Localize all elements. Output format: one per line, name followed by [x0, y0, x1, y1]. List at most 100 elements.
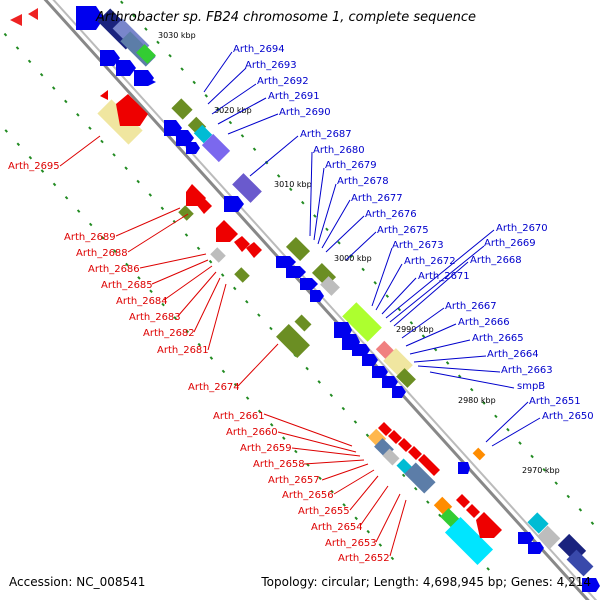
tick-mark: [337, 240, 341, 245]
leader-line: [217, 97, 267, 125]
leader-line: [345, 231, 377, 261]
leader-line: [381, 277, 417, 315]
leader-line: [151, 259, 209, 285]
gene-label: Arth_2658: [253, 459, 305, 470]
forward-gene: [76, 6, 104, 30]
tick-mark: [317, 380, 321, 384]
reverse-gene: [378, 422, 392, 436]
leader-line: [139, 253, 207, 269]
gene-block: [320, 276, 340, 296]
leader-line: [303, 459, 365, 465]
gene-label: Arth_2655: [298, 506, 350, 517]
tick-mark: [518, 441, 522, 445]
gene-block: [396, 368, 416, 388]
tick-mark: [149, 289, 153, 294]
tick-mark: [252, 147, 257, 152]
tick-mark: [486, 567, 490, 571]
tick-mark: [413, 486, 418, 491]
tick-mark: [506, 427, 510, 432]
top-marker-group: [10, 8, 38, 26]
tick-mark: [4, 129, 8, 133]
gene-label: Arth_2674: [188, 382, 240, 393]
gene-label: Arth_2694: [233, 44, 285, 55]
tick-mark: [15, 46, 20, 50]
gene-label: Arth_2695: [8, 161, 60, 172]
gene-block: [444, 516, 494, 566]
tick-mark: [132, 13, 136, 18]
tick-mark: [148, 193, 153, 197]
leader-line: [59, 135, 101, 167]
gene-block: [472, 447, 486, 461]
tick-mark: [469, 387, 474, 392]
tick-mark: [301, 200, 305, 205]
gene-label: Arth_2682: [143, 328, 195, 339]
tick-mark: [305, 366, 309, 371]
gene-label: Arth_2670: [496, 223, 548, 234]
tick-mark: [457, 374, 462, 379]
tick-mark: [51, 86, 56, 90]
leader-line: [263, 413, 353, 447]
tick-mark: [180, 67, 184, 71]
leader-line: [321, 463, 369, 481]
leader-line: [405, 323, 457, 347]
kbp-tick-label: 2970 kbp: [522, 466, 560, 475]
tick-mark: [120, 0, 124, 5]
leader-line: [207, 67, 247, 105]
tick-mark: [204, 94, 209, 98]
gene-block: [232, 173, 262, 203]
forward-gene: [372, 366, 388, 378]
gene-cluster-2652: [433, 494, 600, 592]
leader-line: [203, 51, 233, 93]
tick-mark: [232, 286, 237, 291]
tick-mark: [353, 420, 358, 424]
kbp-tick-label: 3000 kbp: [334, 254, 372, 263]
tick-mark: [173, 316, 177, 320]
tick-mark: [228, 120, 233, 125]
gene-label: Arth_2652: [338, 553, 390, 564]
tick-mark: [100, 139, 104, 144]
gene-block: [285, 236, 311, 262]
forward-gene: [362, 354, 378, 366]
gene-label: Arth_2665: [472, 333, 524, 344]
leader-line: [413, 355, 487, 363]
forward-gene: [582, 578, 600, 592]
tick-mark: [433, 347, 438, 352]
tick-mark: [354, 516, 358, 521]
gene-block: [193, 124, 213, 144]
gene-label: Arth_2678: [337, 176, 389, 187]
leader-line: [321, 199, 351, 249]
tick-mark: [401, 473, 406, 478]
leader-line: [429, 371, 515, 389]
leader-line: [115, 207, 181, 237]
leader-line: [249, 135, 299, 177]
gene-cluster-2990: [334, 302, 416, 398]
reverse-gene: [466, 504, 480, 518]
reverse-gene: [246, 242, 262, 258]
forward-gene: [518, 532, 534, 544]
accession-text: Accession: NC_008541: [9, 575, 146, 589]
gene-label: Arth_2681: [157, 345, 209, 356]
tick-mark: [373, 281, 377, 285]
tick-mark: [52, 182, 57, 187]
reverse-gene: [456, 494, 470, 508]
backbone-line: [43, 0, 590, 600]
gene-label: Arth_2689: [64, 232, 116, 243]
tick-mark: [245, 396, 250, 400]
kbp-tick-label: 3010 kbp: [274, 180, 312, 189]
leader-line: [211, 83, 257, 115]
tick-mark: [330, 489, 334, 494]
tick-mark: [578, 508, 583, 512]
gene-label: Arth_2676: [365, 209, 417, 220]
gene-cluster-2686: [210, 220, 262, 283]
tick-mark: [530, 454, 534, 459]
reverse-gene: [116, 94, 148, 126]
leader-line: [237, 343, 279, 387]
tick-mark: [397, 307, 402, 312]
tick-mark: [409, 321, 414, 325]
backbone-line-inner: [52, 0, 598, 600]
tick-mark: [318, 476, 322, 481]
tick-mark: [288, 187, 293, 192]
red-leader-lines: [59, 135, 407, 557]
tick-mark: [39, 72, 44, 77]
leader-line: [277, 431, 357, 453]
